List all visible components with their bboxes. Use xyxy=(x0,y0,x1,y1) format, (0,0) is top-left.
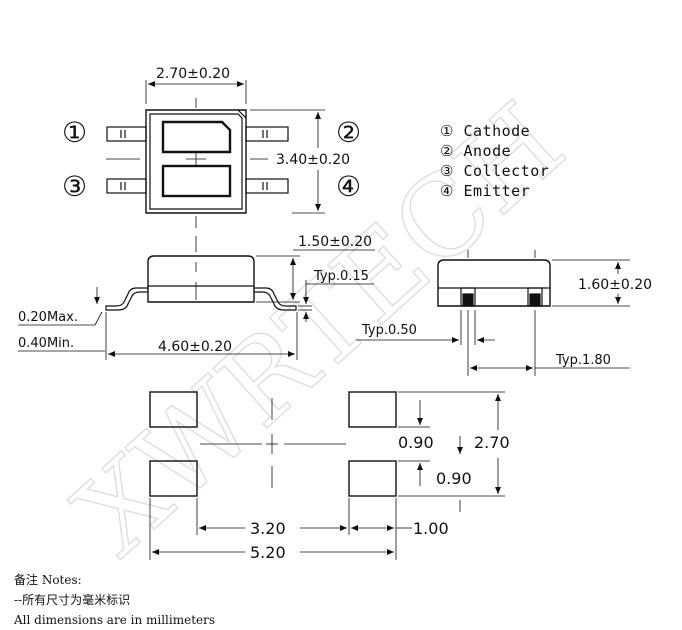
notes-title: 备注 Notes: xyxy=(14,573,82,587)
dim-side-height: 1.50±0.20 xyxy=(298,234,372,250)
lead-pin1 xyxy=(106,126,147,142)
dim-length-460: 4.60±0.20 xyxy=(158,339,232,355)
side-lead-left xyxy=(105,287,148,311)
pin2-label: ② xyxy=(336,116,361,149)
dim-typ-015: Typ.0.15 xyxy=(313,269,369,284)
side-lead-right xyxy=(254,287,297,311)
pad-3 xyxy=(149,460,198,497)
dim-pad-090-lower: 0.90 xyxy=(436,469,472,488)
dim-typ-050: Typ.0.50 xyxy=(361,323,417,338)
end-view xyxy=(356,250,630,376)
notes-block: 备注 Notes: --所有尺寸为毫米标识 All dimensions are… xyxy=(14,570,215,630)
legend-item-emitter: ④ Emitter xyxy=(440,182,530,200)
top-window-upper xyxy=(161,120,232,154)
legend-item-cathode: ① Cathode xyxy=(440,122,530,140)
side-view xyxy=(18,236,375,360)
notes-line-zh: --所有尺寸为毫米标识 xyxy=(14,593,131,607)
dim-body-height: 3.40±0.20 xyxy=(276,152,350,168)
lead-pin2 xyxy=(245,126,289,142)
pin4-label: ④ xyxy=(336,170,361,203)
dim-pad-090-upper: 0.90 xyxy=(398,433,434,452)
dim-body-width: 2.70±0.20 xyxy=(156,66,230,82)
pad-1 xyxy=(149,391,198,428)
top-view xyxy=(106,80,325,228)
notes-line-en: All dimensions are in millimeters xyxy=(14,613,216,627)
dim-end-height: 1.60±0.20 xyxy=(578,277,652,293)
legend-item-anode: ② Anode xyxy=(440,142,511,160)
top-window-lower xyxy=(161,164,232,198)
end-view-body xyxy=(437,259,551,307)
side-view-body xyxy=(147,255,255,303)
dim-pad-520: 5.20 xyxy=(250,543,286,562)
pin3-label: ③ xyxy=(62,170,87,203)
lead-pin4 xyxy=(245,178,289,194)
lead-pin3 xyxy=(106,178,147,194)
pin1-label: ① xyxy=(62,116,87,149)
dim-typ-180: Typ.1.80 xyxy=(555,353,611,368)
footprint xyxy=(149,391,505,560)
pad-4 xyxy=(348,460,397,497)
legend-item-collector: ③ Collector xyxy=(440,162,549,180)
dim-pad-270: 2.70 xyxy=(474,433,510,452)
dim-max-020: 0.20Max. xyxy=(18,310,78,325)
pad-2 xyxy=(348,391,397,428)
dim-min-040: 0.40Min. xyxy=(18,336,74,351)
dim-pad-100: 1.00 xyxy=(413,519,449,538)
dim-pad-320: 3.20 xyxy=(250,519,286,538)
